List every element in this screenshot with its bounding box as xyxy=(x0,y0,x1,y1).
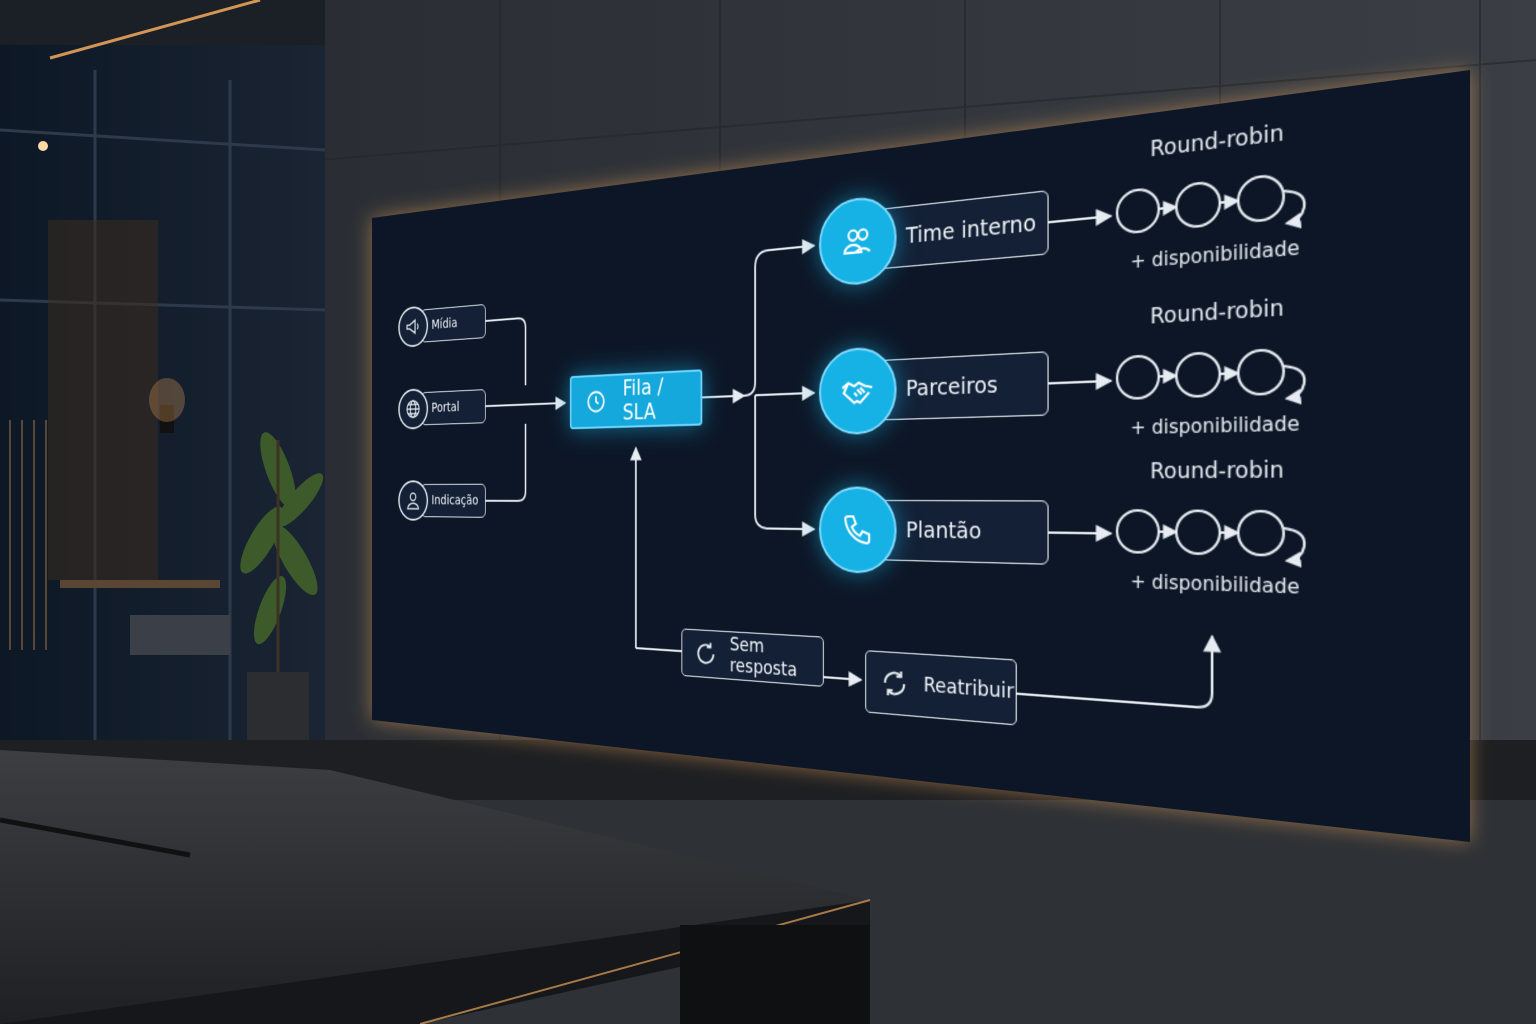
team-internal-label: Time interno xyxy=(874,190,1049,270)
reassign-node[interactable]: Reatribuir xyxy=(865,650,1017,726)
rr-title: Round-robin xyxy=(1150,458,1284,485)
reassign-label: Reatribuir xyxy=(923,674,1015,705)
rr-note: + disponibilidade xyxy=(1130,570,1300,599)
clock-icon xyxy=(586,388,607,415)
team-partners[interactable]: Parceiros xyxy=(819,337,1051,436)
round-robin-cycle-icon xyxy=(1113,340,1334,410)
source-media[interactable]: Mídia xyxy=(398,300,488,348)
source-referral-label: Indicação xyxy=(421,483,486,518)
source-referral[interactable]: Indicação xyxy=(398,480,488,522)
source-portal-label: Portal xyxy=(421,389,486,426)
handshake-icon xyxy=(819,345,897,436)
refresh-icon xyxy=(694,640,717,669)
queue-sla-label: Fila / SLA xyxy=(622,374,664,425)
round-robin-cycle-icon xyxy=(1113,162,1334,245)
people-icon xyxy=(819,193,897,288)
rr-note: + disponibilidade xyxy=(1130,236,1300,274)
source-portal[interactable]: Portal xyxy=(398,385,488,430)
rr-note: + disponibilidade xyxy=(1130,412,1300,440)
team-partners-label: Parceiros xyxy=(874,351,1049,421)
person-icon xyxy=(398,480,429,521)
round-robin-internal: Round-robin + disponibilidade xyxy=(1113,113,1348,283)
team-on-call[interactable]: Plantão xyxy=(819,486,1051,579)
team-on-call-label: Plantão xyxy=(874,499,1049,565)
round-robin-partners: Round-robin + disponibilidade xyxy=(1113,292,1348,448)
round-robin-cycle-icon xyxy=(1113,504,1334,568)
source-media-label: Mídia xyxy=(421,303,486,343)
cycle-icon xyxy=(880,667,909,701)
round-robin-on-call: Round-robin + disponibilidade xyxy=(1113,457,1348,609)
no-response-label: Sem resposta xyxy=(729,634,798,682)
queue-sla-node[interactable]: Fila / SLA xyxy=(569,369,703,430)
phone-icon xyxy=(819,486,897,575)
